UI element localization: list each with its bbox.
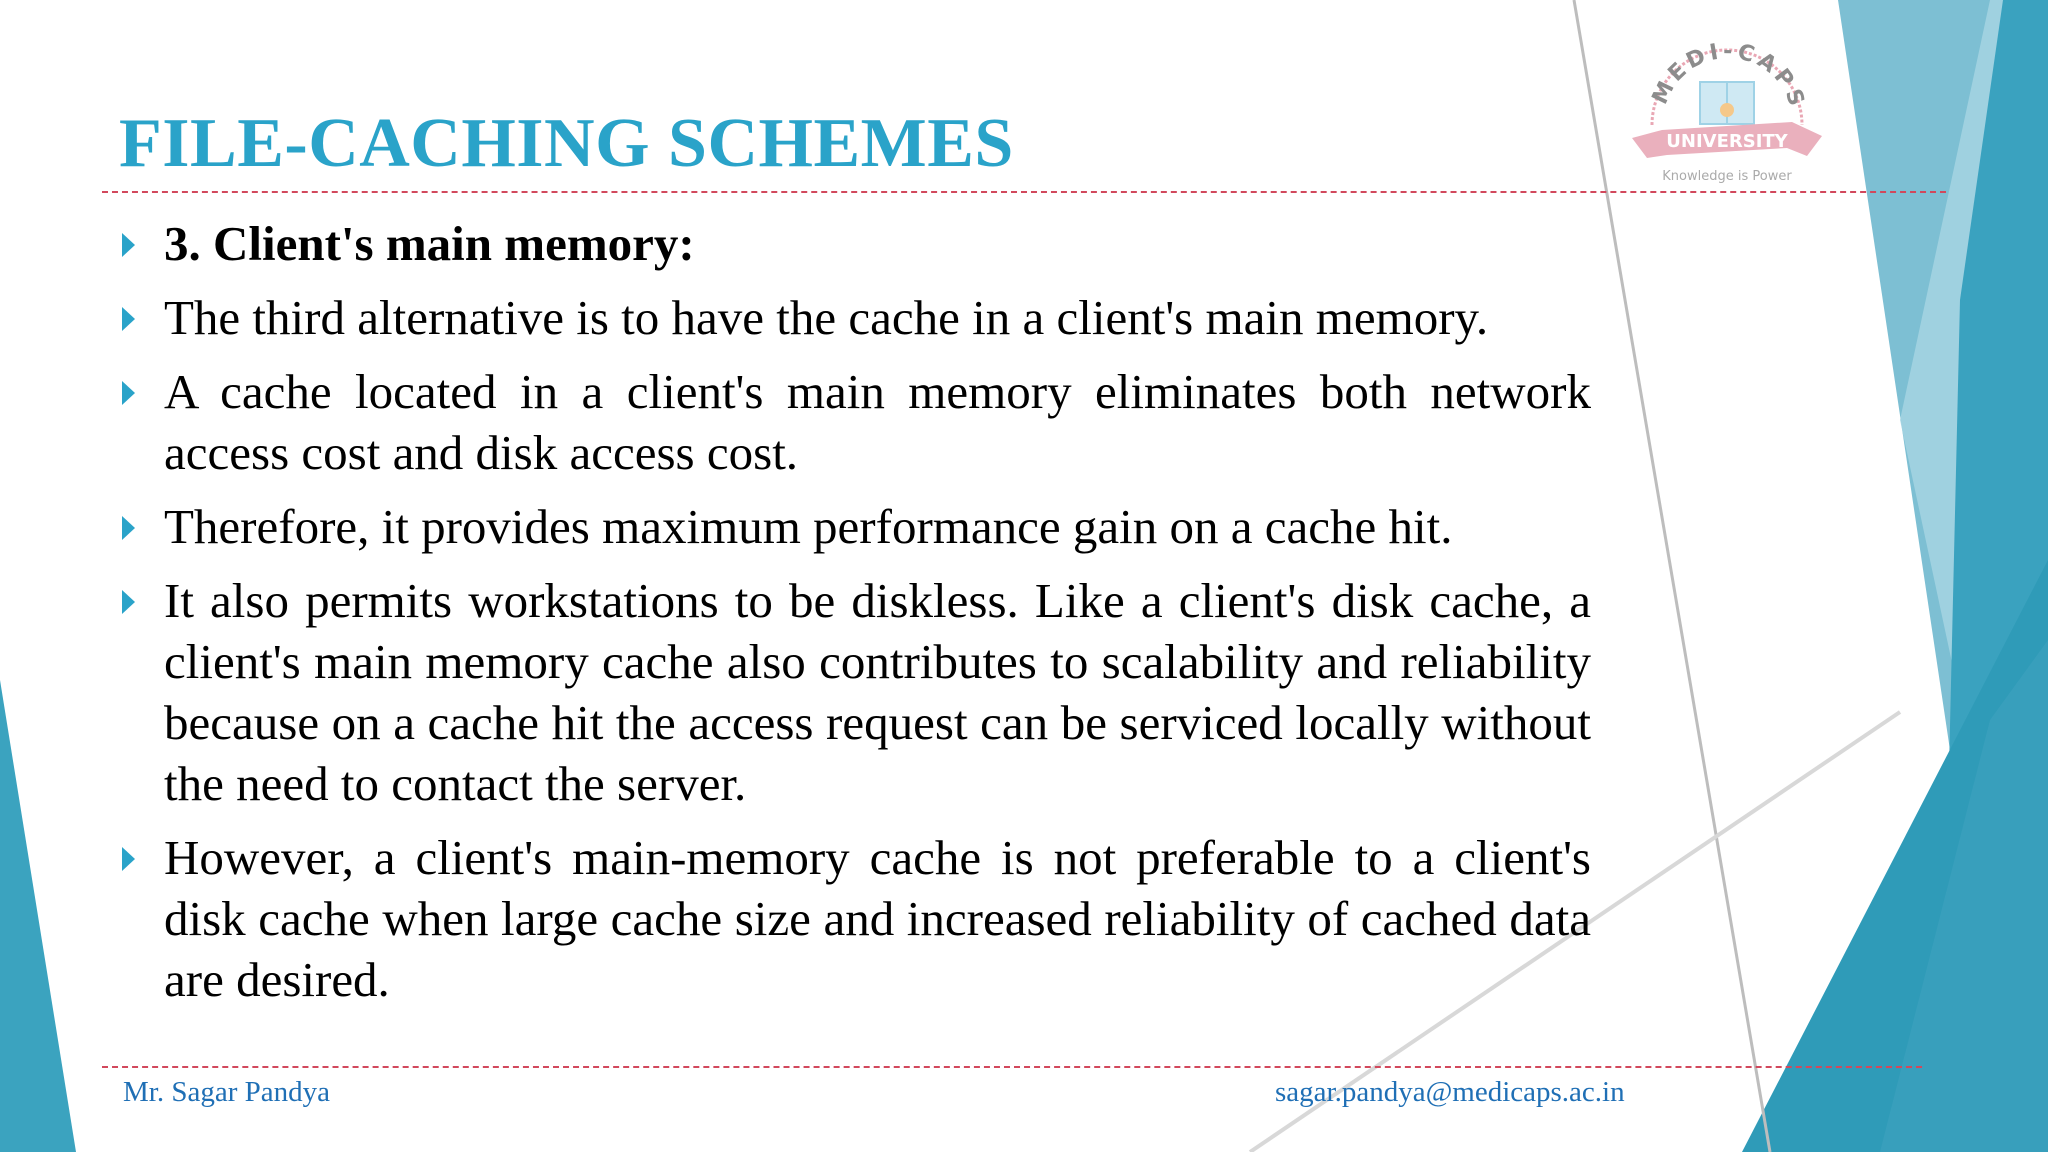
left-teal-triangle	[0, 680, 76, 1152]
gray-diagonal-line	[1248, 710, 1902, 1152]
footer-email: sagar.pandya@medicaps.ac.in	[1275, 1076, 1625, 1108]
bullet-text: Therefore, it provides maximum performan…	[164, 499, 1453, 554]
bullet-item: However, a client's main-memory cache is…	[118, 827, 1591, 1010]
bullet-item: It also permits workstations to be diskl…	[118, 570, 1591, 814]
bullet-arrow-icon	[122, 590, 135, 614]
logo-banner: UNIVERSITY	[1666, 131, 1788, 152]
bullet-text: However, a client's main-memory cache is…	[164, 830, 1591, 1007]
footer-author: Mr. Sagar Pandya	[123, 1076, 330, 1108]
logo-emblem: MEDI-CAPS UNIVERSITY Knowledge is Power	[1632, 39, 1822, 184]
bullet-text: It also permits workstations to be diskl…	[164, 573, 1591, 811]
bullet-arrow-icon	[122, 381, 135, 405]
bullet-arrow-icon	[122, 516, 135, 540]
bullet-item: 3. Client's main memory:	[118, 213, 1591, 274]
top-divider	[102, 191, 1946, 193]
right-mid-triangle	[1880, 640, 2048, 1152]
bottom-divider	[102, 1066, 1922, 1068]
bullet-text: A cache located in a client's main memor…	[164, 364, 1591, 480]
bullet-text: The third alternative is to have the cac…	[164, 290, 1489, 345]
bullet-arrow-icon	[122, 847, 135, 871]
logo-tagline: Knowledge is Power	[1662, 169, 1792, 184]
bullet-item: The third alternative is to have the cac…	[118, 287, 1591, 348]
bullet-arrow-icon	[122, 307, 135, 331]
university-logo: MEDI-CAPS UNIVERSITY Knowledge is Power	[1622, 30, 1832, 190]
bullet-list: 3. Client's main memory: The third alter…	[118, 213, 1591, 1023]
bullet-arrow-icon	[122, 233, 135, 257]
bullet-text: 3. Client's main memory:	[164, 216, 695, 271]
bullet-item: Therefore, it provides maximum performan…	[118, 496, 1591, 557]
slide-title: FILE-CACHING SCHEMES	[119, 105, 1014, 182]
bullet-item: A cache located in a client's main memor…	[118, 361, 1591, 483]
